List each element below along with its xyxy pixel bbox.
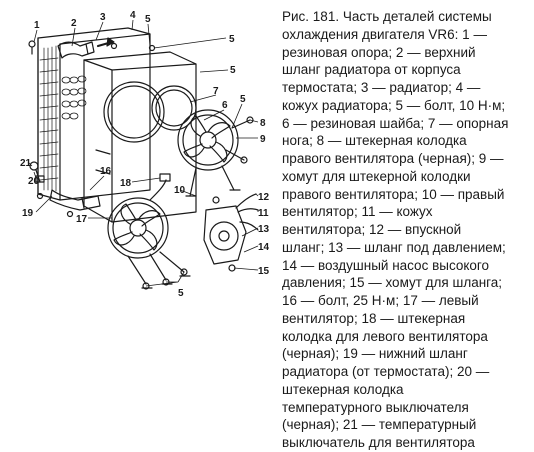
arrow-icon: [96, 37, 115, 48]
caption-line: радиатора (от термостата); 20 —: [282, 364, 490, 379]
callout-6: 6: [222, 100, 228, 111]
callout-3: 3: [100, 12, 106, 23]
caption-line: штекерная колодка: [282, 381, 404, 397]
callout-2: 2: [71, 18, 77, 29]
caption-line: (черная); 19 — нижний шланг: [282, 346, 468, 362]
callout-8: 8: [260, 118, 266, 129]
callout-10: 10: [174, 185, 186, 196]
caption-line: Рис. 181. Часть деталей системы: [282, 9, 492, 24]
caption-line: выключатель для вентилятора: [282, 435, 475, 450]
exploded-view-illustration: 1 2 3 4 5 5 5 7 6 5 8 9 10 12 11 13 14 1…: [0, 0, 278, 419]
caption-line: 16 — болт, 25 Н·м; 17 — левый: [282, 293, 479, 308]
radiator: [37, 27, 151, 201]
leader-lines: [27, 19, 259, 287]
caption-line: колодка для левого вентилятора: [282, 328, 488, 344]
caption-line: охлаждения двигателя VR6: 1 —: [282, 26, 487, 42]
callout-16: 16: [100, 166, 112, 177]
callout-17: 17: [76, 214, 88, 225]
temperature-switch: [29, 161, 45, 183]
callout-20: 20: [28, 176, 40, 187]
caption-line: 14 — воздушный насос высокого: [282, 257, 490, 273]
cooling-system-drawing: 1 2 3 4 5 5 5 7 6 5 8 9 10 12 11 13 14 1…: [20, 10, 270, 299]
caption-line: хомут для штекерной колодки: [282, 168, 471, 184]
figure-caption: Рис. 181. Часть деталей системы охлажден…: [282, 8, 532, 452]
caption-line: кожух радиатора; 5 — болт, 10 Н·м;: [282, 97, 506, 113]
callout-labels: 1 2 3 4 5 5 5 7 6 5 8 9 10 12 11 13 14 1…: [20, 10, 270, 299]
lower-hose: [49, 189, 101, 211]
callout-5-right-middle: 5: [230, 65, 236, 76]
callout-9: 9: [260, 134, 266, 145]
caption-line: шланг; 13 — шланг под давлением;: [282, 239, 506, 255]
callout-5-bottom: 5: [178, 288, 184, 299]
callout-13: 13: [258, 224, 270, 235]
caption-line: вентилятор; 11 — кожух: [282, 204, 433, 220]
callout-15: 15: [258, 266, 270, 277]
air-pump: [203, 193, 259, 272]
caption-line: давления; 15 — хомут для шланга;: [282, 275, 503, 291]
callout-18: 18: [120, 178, 132, 189]
upper-hose: [57, 41, 95, 59]
callout-11: 11: [258, 208, 269, 219]
callout-5-right-upper: 5: [229, 34, 235, 45]
caption-line: температурного выключателя: [282, 399, 469, 415]
caption-line: правого вентилятора (черная); 9 —: [282, 151, 504, 166]
right-fan: [177, 109, 254, 197]
callout-5-right-lower: 5: [240, 94, 246, 105]
caption-line: 6 — резиновая шайба; 7 — опорная: [282, 115, 509, 131]
caption-line: нога; 8 — штекерная колодка: [282, 133, 467, 149]
caption-line: шланг радиатора от корпуса: [282, 62, 461, 78]
left-fan: [107, 173, 191, 290]
caption-line: термостата; 3 — радиатор; 4 —: [282, 80, 481, 95]
radiator-shroud: [83, 51, 197, 223]
caption-line: резиновая опора; 2 — верхний: [282, 44, 476, 60]
callout-7: 7: [213, 86, 219, 97]
callout-19: 19: [22, 208, 34, 219]
callout-5-top: 5: [145, 14, 151, 25]
callout-14: 14: [258, 242, 270, 253]
caption-line: вентилятора; 12 — впускной: [282, 222, 462, 237]
callout-4: 4: [130, 10, 136, 21]
caption-line: вентилятор; 18 — штекерная: [282, 310, 466, 326]
callout-1: 1: [34, 20, 40, 31]
caption-line: правого вентилятора; 10 — правый: [282, 186, 505, 202]
callout-21: 21: [20, 158, 32, 169]
callout-12: 12: [258, 192, 270, 203]
